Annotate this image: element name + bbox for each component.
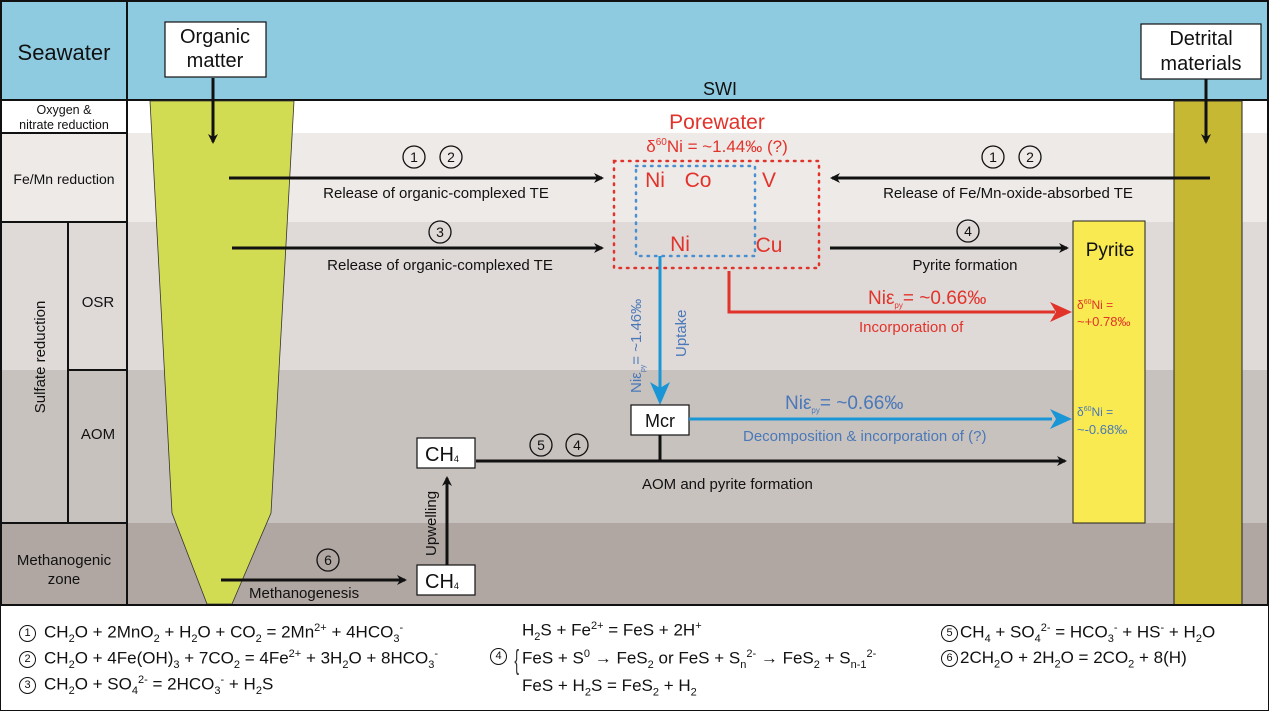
oxygen-zone-cell — [0, 100, 127, 133]
process-num-3: 3 — [428, 220, 452, 244]
pyrite-blue-delta-2: ~-0.68‰ — [1077, 422, 1127, 437]
ch4-box-lower — [416, 564, 476, 596]
organic-matter-label-1: Organic — [180, 26, 250, 48]
process-num-2-left: 2 — [439, 145, 463, 169]
equation-num-6: 6 — [941, 650, 958, 667]
ch4-label-upper: CH4 — [425, 444, 459, 466]
svg-text:1: 1 — [410, 149, 418, 165]
equation-num-5: 5 — [941, 624, 958, 642]
zone-label-osr: OSR — [82, 294, 115, 311]
swi-label: SWI — [703, 79, 737, 99]
process-num-5: 5 — [529, 433, 553, 457]
svg-text:2: 2 — [1026, 149, 1034, 165]
porewater-box — [612, 159, 821, 270]
zone-label-oxygen-2: nitrate reduction — [19, 118, 109, 132]
pyrite-box — [1072, 220, 1146, 524]
release-femn-label: Release of Fe/Mn-oxide-absorbed TE — [883, 185, 1133, 202]
element-v: V — [762, 169, 776, 192]
uptake-arrowhead — [650, 382, 670, 405]
porewater-title: Porewater — [669, 111, 765, 134]
element-ni: Ni — [645, 169, 665, 192]
svg-text:4: 4 — [964, 223, 972, 239]
pyrite-red-delta-1: δ60Ni = — [1077, 298, 1113, 312]
nickel-cobalt-box — [634, 164, 757, 258]
element-co: Co — [685, 169, 712, 192]
ch4-box-upper — [416, 437, 476, 469]
red-incorporation-label: Incorporation of — [859, 319, 964, 336]
organic-matter-box — [164, 21, 267, 78]
process-num-1-left: 1 — [402, 145, 426, 169]
pyrite-title: Pyrite — [1086, 240, 1135, 261]
detrital-label-1: Detrital — [1169, 28, 1232, 50]
oxygen-band — [127, 100, 1269, 133]
equation-4-num: 4 — [490, 646, 515, 666]
equation-num-1: 1 — [19, 624, 36, 642]
svg-text:6: 6 — [324, 552, 332, 568]
aom-zone-cell — [0, 370, 127, 523]
decomposition-label: Decomposition & incorporation of (?) — [743, 428, 986, 445]
equation-num-3: 3 — [19, 676, 36, 694]
process-num-2-right: 2 — [1018, 145, 1042, 169]
uptake-label: Uptake — [673, 309, 690, 357]
mcr-box — [630, 404, 690, 436]
methanogenesis-label: Methanogenesis — [249, 585, 359, 602]
osr-zone-cell — [0, 222, 127, 370]
ch4-label-lower: CH4 — [425, 571, 459, 593]
equation-4-brace: { — [514, 644, 520, 675]
release-organic-label-1: Release of organic-complexed TE — [323, 185, 549, 202]
methanogenic-zone-cell — [0, 523, 127, 606]
detrital-materials-box — [1140, 23, 1262, 80]
organic-matter-label-2: matter — [187, 50, 244, 72]
equation-4c: FeS + H2S = FeS2 + H2 — [522, 676, 697, 699]
equation-num-4: 4 — [490, 648, 507, 665]
seawater-zone-cell — [0, 0, 127, 100]
process-num-6: 6 — [316, 548, 340, 572]
porewater-delta: δ60Ni = ~1.44‰ (?) — [646, 137, 788, 156]
detrital-label-2: materials — [1160, 53, 1241, 75]
zone-label-methanogenic-1: Methanogenic — [17, 552, 112, 569]
diagenesis-diagram: Seawater Oxygen & nitrate reduction Fe/M… — [0, 0, 1269, 606]
femn-zone-cell — [0, 133, 127, 222]
zone-label-oxygen-1: Oxygen & — [37, 103, 93, 117]
seawater-band — [127, 0, 1269, 100]
zone-label-sulfate: Sulfate reduction — [32, 301, 49, 414]
svg-text:4: 4 — [573, 437, 581, 453]
element-ni-2: Ni — [670, 233, 690, 256]
element-cu: Cu — [756, 234, 783, 257]
zone-label-methanogenic-2: zone — [48, 571, 81, 588]
process-num-1-right: 1 — [981, 145, 1005, 169]
zone-label-seawater: Seawater — [18, 40, 111, 65]
pyrite-formation-label: Pyrite formation — [912, 257, 1017, 274]
svg-text:2: 2 — [447, 149, 455, 165]
svg-text:5: 5 — [537, 437, 545, 453]
process-num-4: 4 — [956, 219, 980, 243]
decomposition-arrowhead — [1050, 409, 1072, 429]
red-arrowhead — [1050, 302, 1072, 322]
equation-4a: H2S + Fe2+ = FeS + 2H+ — [522, 620, 702, 644]
detrital-column — [1173, 100, 1243, 606]
upwelling-label: Upwelling — [423, 491, 440, 556]
svg-text:1: 1 — [989, 149, 997, 165]
pyrite-red-delta-2: ~+0.78‰ — [1077, 314, 1131, 329]
zone-label-femn: Fe/Mn reduction — [13, 171, 114, 187]
red-incorporation-arrow — [727, 271, 1055, 314]
zone-label-aom: AOM — [81, 426, 115, 443]
svg-text:3: 3 — [436, 224, 444, 240]
equation-4b: FeS + S0 → FeS2 or FeS + Sn2- → FeS2 + S… — [522, 648, 877, 672]
aom-pyrite-label: AOM and pyrite formation — [642, 476, 813, 493]
uptake-epsilon-label: Niεpy= ~1.46‰ — [628, 299, 647, 393]
blue-epsilon-label: Niεpy= ~0.66‰ — [785, 393, 903, 415]
process-num-4-aom: 4 — [565, 433, 589, 457]
equation-num-2: 2 — [19, 650, 36, 668]
release-organic-label-2: Release of organic-complexed TE — [327, 257, 553, 274]
pyrite-blue-delta-1: δ60Ni = — [1077, 405, 1113, 419]
red-epsilon-label: Niεpy= ~0.66‰ — [868, 288, 986, 310]
mcr-label: Mcr — [645, 411, 675, 431]
